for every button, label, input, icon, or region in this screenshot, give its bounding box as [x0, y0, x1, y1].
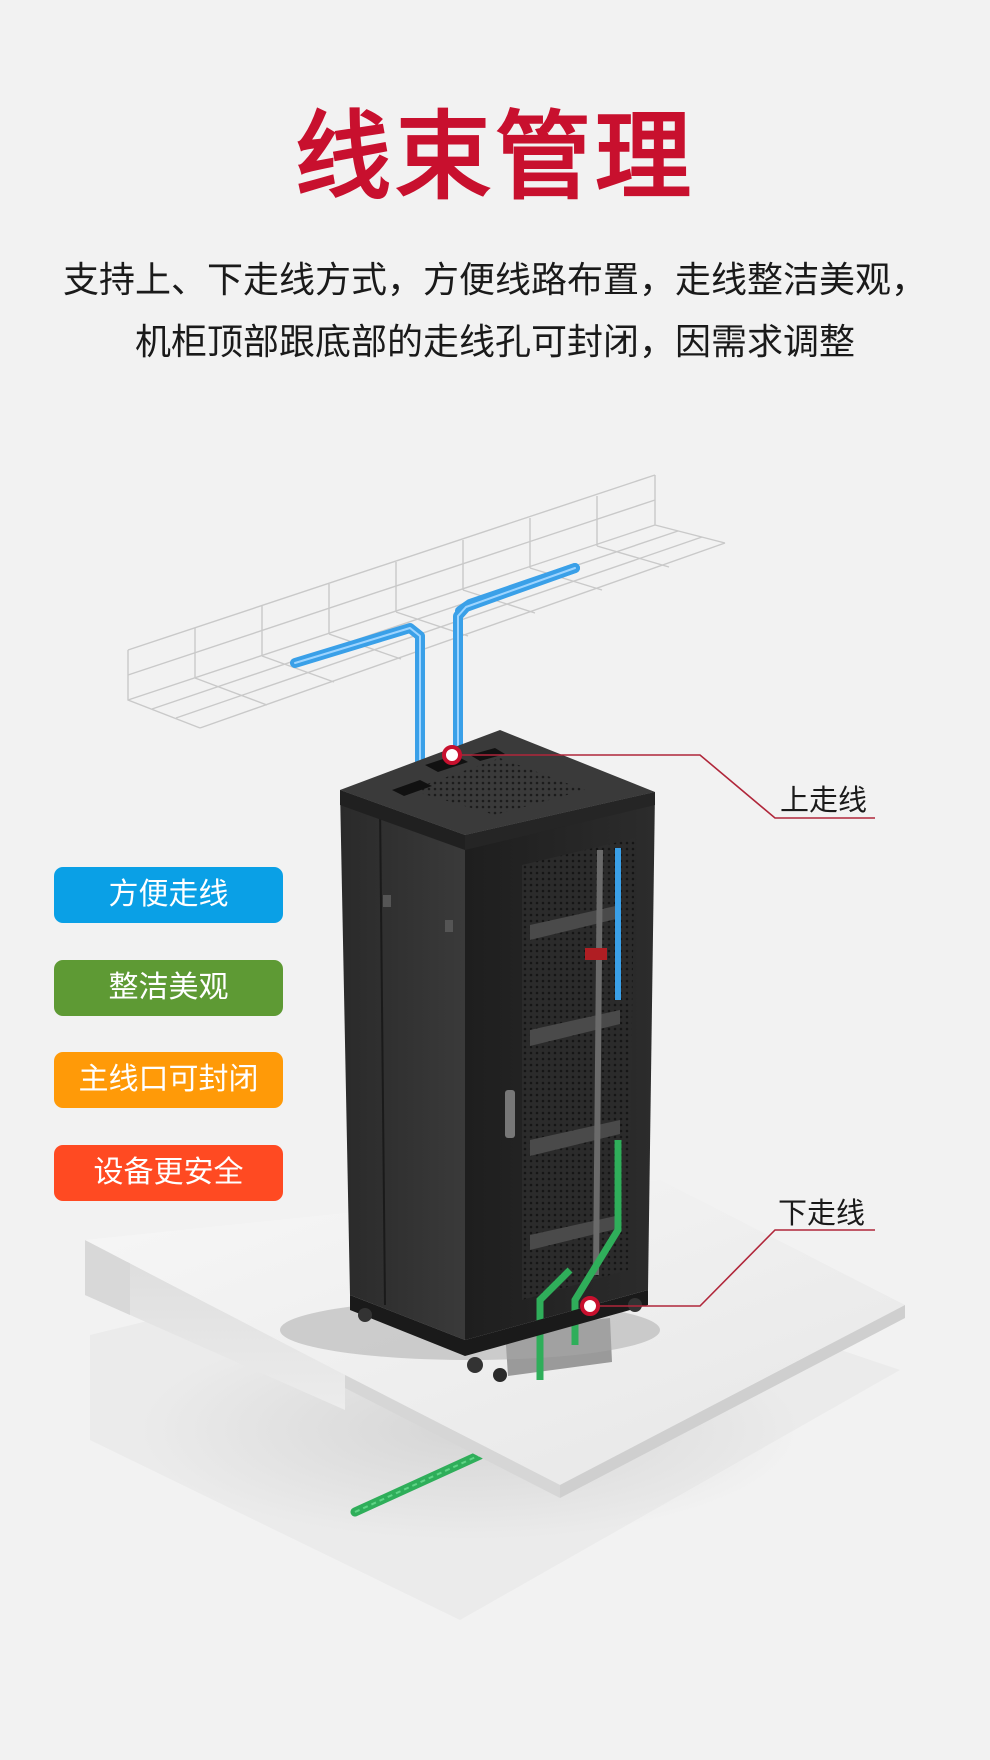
callout-dots: [442, 745, 600, 1316]
callout-lines: [452, 754, 875, 1307]
feature-tag-safer: 设备更安全: [54, 1145, 283, 1201]
server-cabinet: [280, 730, 660, 1382]
feature-tag-tidy: 整洁美观: [54, 960, 283, 1016]
feature-tag-sealable-port: 主线口可封闭: [54, 1052, 283, 1108]
feature-tag-easy-wiring: 方便走线: [54, 867, 283, 923]
top-cables: [290, 563, 580, 775]
wire-cable-tray: [127, 474, 726, 729]
subtitle-line-2: 机柜顶部跟底部的走线孔可封闭，因需求调整: [134, 322, 855, 363]
page-title: 线束管理: [295, 101, 695, 213]
subtitle-line-1: 支持上、下走线方式，方便线路布置，走线整洁美观，: [62, 260, 927, 301]
callout-bottom-wiring: 下走线: [778, 1196, 866, 1230]
callout-top-wiring: 上走线: [780, 783, 868, 817]
page-subtitle: 支持上、下走线方式，方便线路布置，走线整洁美观， 机柜顶部跟底部的走线孔可封闭，…: [0, 250, 990, 374]
